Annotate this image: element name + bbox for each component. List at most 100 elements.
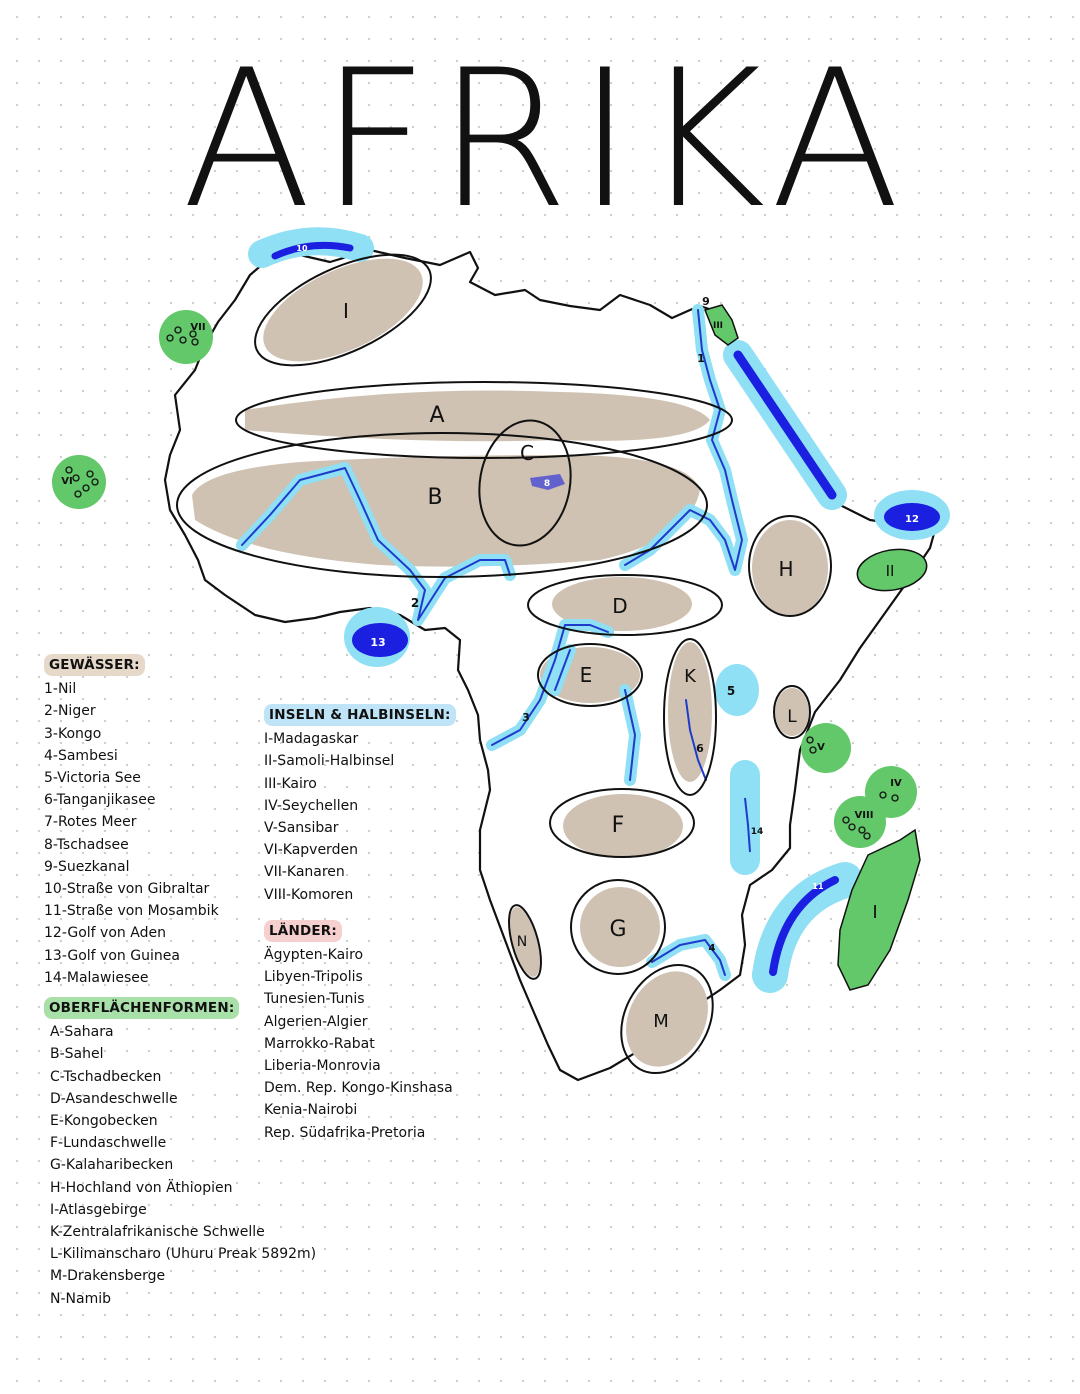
label-K: K: [684, 666, 697, 687]
kalahari-outline: [570, 879, 666, 975]
legend-inseln-list: I-Madagaskar II-Samoli-Halbinsel III-Kai…: [264, 728, 484, 906]
victoria-band: [715, 664, 759, 716]
islands: [52, 304, 928, 991]
legend-item: E-Kongobecken: [50, 1113, 158, 1130]
legend-item: IV-Seychellen: [264, 797, 359, 814]
label-G: G: [609, 917, 626, 942]
legend-item: 2-Niger: [44, 703, 96, 720]
label-D: D: [612, 594, 627, 618]
label-w11: 11: [812, 882, 824, 891]
legend-item: 12-Golf von Aden: [44, 925, 166, 942]
legend-item: I-Madagaskar: [264, 731, 359, 748]
zentral-outline: [663, 638, 717, 796]
legend-gewaesser-list: 1-Nil 2-Niger 3-Kongo 4-Sambesi 5-Victor…: [44, 678, 284, 989]
label-w9: 9: [702, 295, 710, 308]
kongo-outline: [537, 643, 643, 707]
namib-shade: [510, 907, 540, 977]
legend-item: 8-Tschadsee: [44, 836, 129, 853]
legend-item: II-Samoli-Halbinsel: [264, 753, 395, 770]
ethiopia-outline: [748, 515, 832, 617]
river-nil: [624, 309, 743, 571]
mozambique-line: [769, 876, 839, 976]
red-sea-line: [733, 350, 837, 500]
legend-gewaesser: GEWÄSSER: 1-Nil 2-Niger 3-Kongo 4-Sambes…: [44, 654, 317, 1310]
label-w1: 1: [697, 352, 705, 365]
label-w2: 2: [411, 596, 419, 610]
kilimanjaro-outline: [773, 685, 811, 739]
legend-item: Rep. Südafrika-Pretoria: [264, 1124, 426, 1141]
sahel-outline: [176, 432, 708, 578]
label-N: N: [517, 934, 527, 950]
label-isl-VI: VI: [61, 476, 72, 487]
legend-item: N-Namib: [50, 1290, 111, 1307]
legend-item: Liberia-Monrovia: [264, 1058, 381, 1075]
label-A: A: [429, 403, 444, 428]
label-w10: 10: [296, 244, 308, 253]
legend-item: K-Zentralafrikanische Schwelle: [50, 1224, 265, 1241]
kairo-shape: [703, 304, 739, 346]
legend-item: F-Lundaschwelle: [50, 1135, 167, 1152]
legend-oberflaechen-list: A-Sahara B-Sahel C-Tschadbecken D-Asande…: [44, 1021, 317, 1310]
river-niger: [241, 467, 511, 621]
legend-item: 14-Malawiesee: [44, 969, 149, 986]
legend-item: 9-Suezkanal: [44, 858, 130, 875]
label-isl-III: III: [713, 321, 723, 331]
drakensberg-shade: [626, 971, 708, 1067]
label-w5: 5: [727, 684, 735, 698]
namib-outline: [508, 904, 542, 980]
legend-item: 4-Sambesi: [44, 747, 118, 764]
legend-inseln-header: INSELN & HALBINSELN:: [264, 704, 456, 727]
legend-item: 7-Rotes Meer: [44, 814, 137, 831]
lunda-outline: [549, 788, 695, 858]
label-w14: 14: [751, 827, 764, 837]
malawi-line: [744, 797, 751, 853]
sansibar-circle: [801, 723, 851, 773]
legend-item: 13-Golf von Guinea: [44, 947, 180, 964]
legend-item: V-Sansibar: [264, 820, 339, 837]
drakensberg-outline: [620, 963, 714, 1075]
legend-item: A-Sahara: [50, 1024, 114, 1041]
legend-gewaesser-header: GEWÄSSER:: [44, 654, 145, 677]
legend-item: 1-Nil: [44, 681, 77, 698]
asande-outline: [527, 574, 723, 636]
legend-item: VIII-Komoren: [264, 886, 354, 903]
legend-item: Ägypten-Kairo: [264, 947, 364, 964]
ethiopia-shade: [752, 520, 828, 616]
feature-outlines: [176, 253, 832, 1075]
land-features: [192, 258, 828, 1067]
label-w3: 3: [522, 711, 530, 724]
legend-item: L-Kilimanscharo (Uhuru Preak 5892m): [50, 1246, 317, 1263]
label-w8: 8: [544, 479, 550, 489]
somali-shape: [856, 548, 928, 592]
legend-item: VII-Kanaren: [264, 864, 345, 881]
title-afrika: AFRIKA: [182, 29, 909, 250]
river-kongo: [491, 624, 636, 781]
atlas-outline: [254, 253, 432, 367]
legend-oberflaechen-header: OBERFLÄCHENFORMEN:: [44, 997, 240, 1020]
label-I: I: [343, 299, 349, 323]
legend-item: D-Asandeschwelle: [50, 1090, 178, 1107]
legend-item: Tunesien-Tunis: [264, 991, 365, 1008]
gibraltar-line: [271, 241, 354, 260]
legend-item: 11-Straße von Mosambik: [44, 903, 219, 920]
label-E: E: [580, 663, 593, 687]
tschad-lake: [530, 474, 565, 490]
label-B: B: [427, 485, 442, 510]
sahara-outline: [235, 381, 733, 459]
label-F: F: [612, 813, 625, 838]
label-w4: 4: [709, 943, 716, 954]
komoren-circle: [834, 796, 886, 848]
legend-item: H-Hochland von Äthiopien: [50, 1179, 233, 1196]
legend-inseln: INSELN & HALBINSELN: I-Madagaskar II-Sam…: [264, 704, 484, 1144]
asande-shade: [552, 577, 692, 631]
legend-item: Libyen-Tripolis: [264, 969, 363, 986]
map-text-labels: A B C D E F G H I K L M N I II III IV V …: [61, 244, 919, 1032]
label-isl-II: II: [886, 562, 895, 580]
legend-item: B-Sahel: [50, 1046, 104, 1063]
page-title: AFRIKA: [182, 29, 909, 250]
sahel-shade: [192, 455, 700, 567]
gulf-aden-inner: [884, 503, 940, 531]
label-isl-IV: IV: [890, 778, 902, 789]
legend-item: VI-Kapverden: [264, 842, 358, 859]
